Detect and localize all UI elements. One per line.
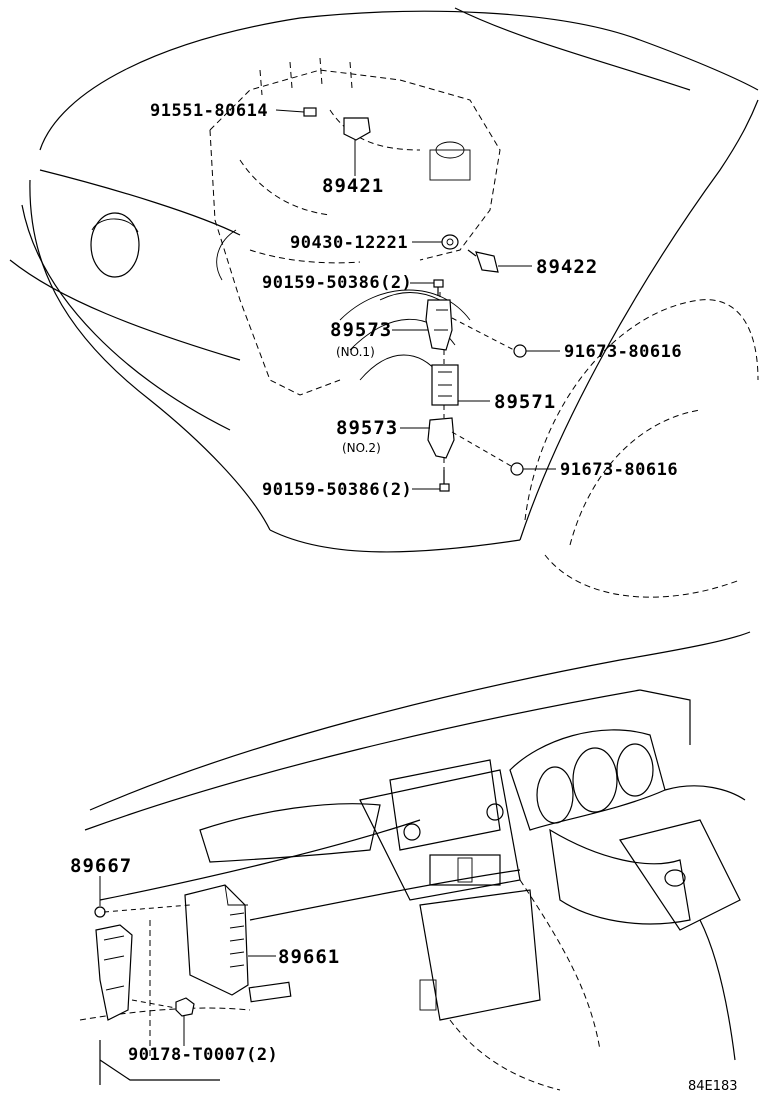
label-89571: 89571 [494,391,556,413]
label-90159-50386-top: 90159-50386(2) [262,273,412,293]
label-89573-no1: 89573 [330,319,392,341]
label-90178-T0007: 90178-T0007(2) [128,1045,278,1065]
leader-lines-bottom [99,876,276,1046]
leader-lines-top [275,109,560,490]
label-no2: (NO.2) [342,441,381,455]
nut-90178-icon [175,997,195,1017]
washer-90430-icon [441,234,459,250]
label-89422: 89422 [536,256,598,278]
vehicle-front-illustration [9,7,759,598]
label-89667: 89667 [70,855,132,877]
label-89661: 89661 [278,946,340,968]
bolt-90159-bottom-icon [439,470,450,492]
ecu-89661-icon [184,884,249,996]
label-91551-80614: 91551-80614 [150,101,268,121]
label-91673-80616-a: 91673-80616 [564,342,682,362]
part-shapes-bottom [94,884,249,1021]
label-no1: (NO.1) [336,345,375,359]
label-89421: 89421 [322,175,384,197]
sensor-89571-icon [431,364,459,406]
label-90159-50386-bottom: 90159-50386(2) [262,480,412,500]
bracket-89573-no1-icon [425,299,453,351]
figure-code: 84E183 [688,1079,738,1094]
bracket-89573-no2-icon [427,417,455,459]
bolt-90159-top-icon [433,279,444,296]
sensor-89421-icon [343,117,371,141]
part-shapes [303,107,527,492]
instrument-panel-illustration [79,631,751,1091]
label-91673-80616-b: 91673-80616 [560,460,678,480]
bolt-91673-b-icon [510,462,524,476]
label-90430-12221: 90430-12221 [290,233,408,253]
bolt-91551-icon [303,107,317,117]
sensor-89422-icon [467,249,499,273]
labels-bottom: 89667 89661 90178-T0007(2) 84E183 [70,855,738,1094]
bolt-91673-a-icon [513,344,527,358]
label-89573-no2: 89573 [336,417,398,439]
bracket-89667-icon [94,906,133,1021]
labels-top: 91551-80614 89421 90430-12221 89422 9015… [150,101,682,500]
